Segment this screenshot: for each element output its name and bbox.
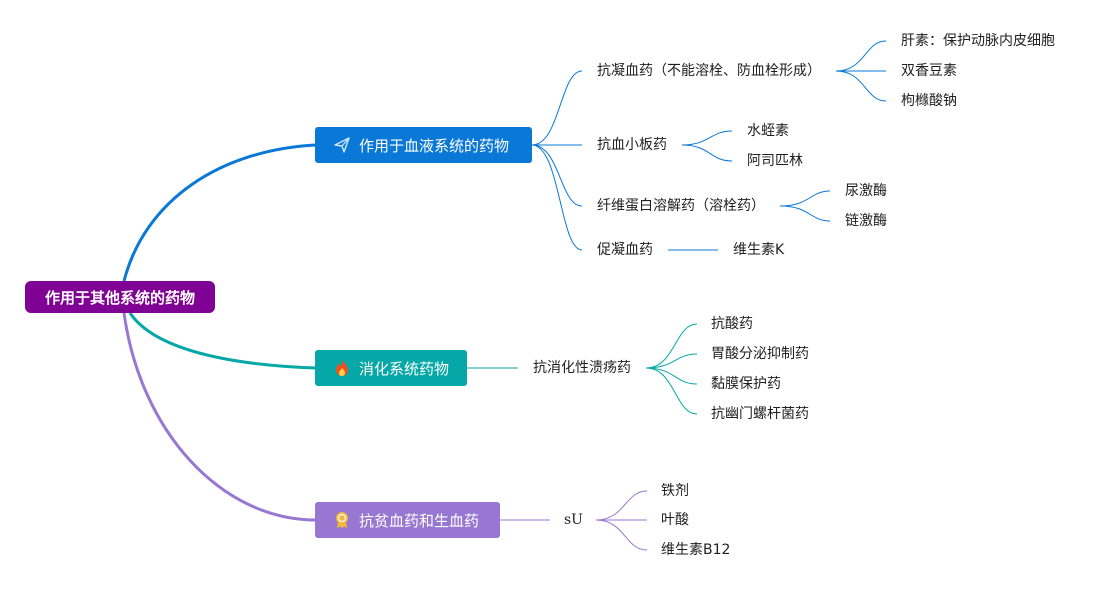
branch-blood-system[interactable]: 作用于血液系统的药物 [315, 127, 532, 163]
leaf-folic-acid[interactable]: 叶酸 [661, 512, 689, 528]
leaf-mucosal-protectant[interactable]: 黏膜保护药 [711, 376, 781, 392]
branch-label: 作用于血液系统的药物 [359, 136, 510, 155]
leaf-hirudin[interactable]: 水蛭素 [747, 123, 789, 139]
leaf-anti-h-pylori[interactable]: 抗幽门螺杆菌药 [711, 406, 809, 422]
leaf-sodium-citrate[interactable]: 枸橼酸钠 [901, 93, 957, 109]
leaf-aspirin[interactable]: 阿司匹林 [747, 153, 803, 169]
leaf-vitamin-k[interactable]: 维生素K [733, 242, 785, 258]
leaf-acid-secretion-inhibitor[interactable]: 胃酸分泌抑制药 [711, 346, 809, 362]
subtopic-fibrinolytic[interactable]: 纤维蛋白溶解药（溶栓药） [597, 198, 765, 214]
leaf-streptokinase[interactable]: 链激酶 [845, 213, 887, 229]
leaf-dicoumarol[interactable]: 双香豆素 [901, 63, 957, 79]
leaf-iron[interactable]: 铁剂 [661, 483, 689, 499]
branch-label: 抗贫血药和生血药 [359, 511, 480, 530]
subtopic-su[interactable]: sU [564, 512, 583, 528]
leaf-urokinase[interactable]: 尿激酶 [845, 183, 887, 199]
root-topic-label: 作用于其他系统的药物 [44, 288, 195, 307]
flame-icon [333, 359, 351, 377]
leaf-heparin[interactable]: 肝素：保护动脉内皮细胞 [901, 33, 1055, 49]
branch-antianemia[interactable]: 抗贫血药和生血药 [315, 502, 500, 538]
award-badge-icon [333, 511, 351, 529]
leaf-vitamin-b12[interactable]: 维生素B12 [661, 542, 731, 558]
subtopic-antiulcer[interactable]: 抗消化性溃疡药 [533, 360, 631, 376]
subtopic-antiplatelet[interactable]: 抗血小板药 [597, 137, 667, 153]
paper-plane-icon [333, 136, 351, 154]
leaf-antacid[interactable]: 抗酸药 [711, 316, 753, 332]
branch-label: 消化系统药物 [359, 359, 450, 378]
subtopic-anticoagulant[interactable]: 抗凝血药（不能溶栓、防血栓形成） [597, 63, 821, 79]
root-topic[interactable]: 作用于其他系统的药物 [25, 281, 215, 313]
subtopic-procoagulant[interactable]: 促凝血药 [597, 242, 653, 258]
branch-digestive-system[interactable]: 消化系统药物 [315, 350, 467, 386]
